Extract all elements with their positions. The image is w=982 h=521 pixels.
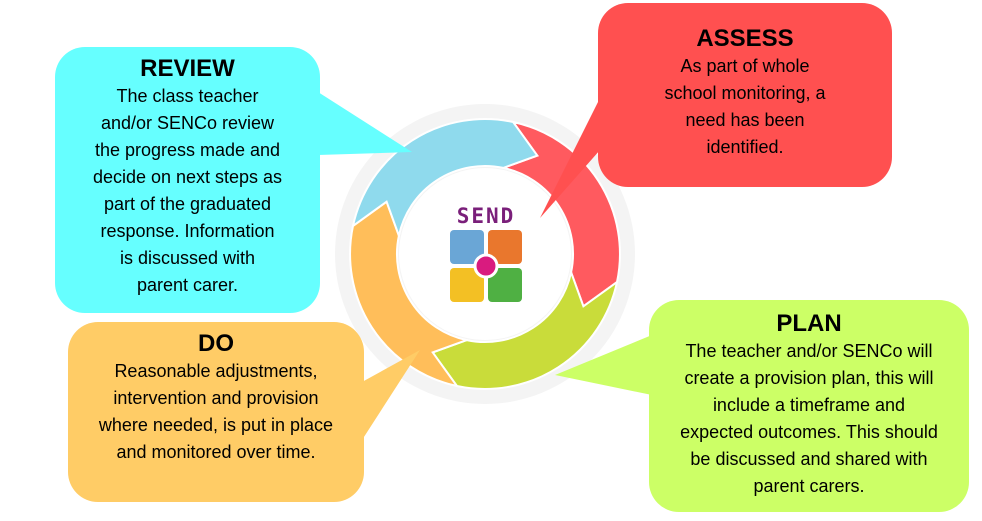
assess-bubble: ASSESS As part of whole school monitorin… bbox=[598, 3, 892, 187]
do-bubble-tail bbox=[362, 350, 420, 440]
review-bubble: REVIEW The class teacher and/or SENCo re… bbox=[55, 47, 320, 313]
review-segment bbox=[351, 118, 539, 240]
plan-bubble-tail bbox=[555, 335, 652, 395]
send-logo-tiles bbox=[450, 230, 522, 302]
review-title: REVIEW bbox=[140, 55, 235, 82]
review-bubble-tail bbox=[318, 92, 412, 155]
review-body: The class teacher and/or SENCo review th… bbox=[92, 86, 283, 295]
assess-body: As part of whole school monitoring, a ne… bbox=[664, 56, 826, 157]
do-body: Reasonable adjustments, intervention and… bbox=[98, 361, 334, 462]
logo-center-dot bbox=[473, 253, 499, 279]
plan-title: PLAN bbox=[776, 310, 842, 337]
logo-tile-yellow bbox=[450, 268, 484, 302]
plan-body: The teacher and/or SENCo will create a p… bbox=[680, 341, 938, 496]
send-logo-text: SEND bbox=[456, 204, 516, 228]
plan-bubble: PLAN The teacher and/or SENCo will creat… bbox=[649, 300, 969, 512]
logo-tile-green bbox=[488, 268, 522, 302]
assess-bubble-tail bbox=[540, 98, 600, 218]
logo-tile-orange bbox=[488, 230, 522, 264]
assess-title: ASSESS bbox=[696, 25, 794, 52]
do-title: DO bbox=[198, 330, 234, 357]
send-logo: SEND bbox=[448, 204, 524, 304]
logo-tile-blue bbox=[450, 230, 484, 264]
do-bubble: DO Reasonable adjustments, intervention … bbox=[68, 322, 364, 502]
